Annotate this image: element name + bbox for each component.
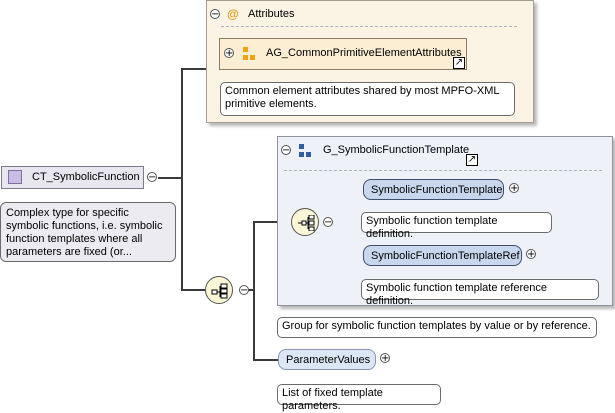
connector-sequence-vertical xyxy=(253,221,255,361)
element-name: ParameterValues xyxy=(286,354,371,366)
attribute-group-expand-button[interactable]: + xyxy=(224,48,234,59)
template-documentation: Symbolic function template definition. xyxy=(361,212,552,240)
template-ref-expand-button[interactable]: + xyxy=(526,249,536,260)
complex-type-icon xyxy=(8,170,22,184)
attribute-at-icon: @ xyxy=(227,7,239,21)
parameter-values-documentation: List of fixed template parameters. xyxy=(277,384,441,412)
attribute-group-icon xyxy=(243,47,255,60)
attribute-group-ref-node[interactable]: + AG_CommonPrimitiveElementAttributes ↗ xyxy=(219,38,467,70)
group-link-icon[interactable]: ↗ xyxy=(466,154,478,166)
attributes-divider xyxy=(221,26,517,27)
group-divider xyxy=(284,170,602,171)
link-icon[interactable]: ↗ xyxy=(453,57,465,69)
element-parameter-values[interactable]: ParameterValues xyxy=(278,349,376,370)
choice-compositor[interactable] xyxy=(291,208,319,236)
connector-to-parameter-values xyxy=(253,359,278,361)
template-ref-documentation: Symbolic function template reference def… xyxy=(361,279,599,307)
sequence-collapse-button[interactable]: − xyxy=(239,285,249,296)
model-group-icon xyxy=(299,144,311,157)
choice-compositor-icon xyxy=(298,215,315,231)
attributes-collapse-button[interactable]: − xyxy=(210,9,220,20)
template-expand-button[interactable]: + xyxy=(509,183,519,194)
element-symbolic-function-template[interactable]: SymbolicFunctionTemplate xyxy=(363,179,504,200)
model-group-name: G_SymbolicFunctionTemplate xyxy=(323,144,470,156)
connector-branch-vertical xyxy=(181,68,183,290)
choice-collapse-button[interactable]: − xyxy=(323,217,333,228)
model-group-documentation: Group for symbolic function templates by… xyxy=(277,317,597,338)
element-name: SymbolicFunctionTemplateRef xyxy=(371,250,520,262)
connector-sequence-out xyxy=(248,289,254,291)
connector-to-attributes xyxy=(181,68,206,70)
attribute-group-name: AG_CommonPrimitiveElementAttributes xyxy=(266,47,462,59)
element-name: SymbolicFunctionTemplate xyxy=(371,184,503,196)
complex-type-node[interactable]: CT_SymbolicFunction xyxy=(1,166,144,189)
attributes-label: Attributes xyxy=(248,8,295,20)
complex-type-name: CT_SymbolicFunction xyxy=(32,171,140,183)
sequence-compositor[interactable] xyxy=(205,276,233,304)
parameter-values-expand-button[interactable]: + xyxy=(380,353,390,364)
group-collapse-button[interactable]: − xyxy=(281,145,291,156)
element-symbolic-function-template-ref[interactable]: SymbolicFunctionTemplateRef xyxy=(363,245,522,266)
connector-type-to-branch xyxy=(158,177,182,179)
attribute-group-documentation: Common element attributes shared by most… xyxy=(220,82,515,116)
complex-type-collapse-button[interactable]: − xyxy=(147,172,157,183)
connector-to-choice xyxy=(253,221,291,223)
connector-to-sequence xyxy=(181,289,205,291)
sequence-compositor-icon xyxy=(211,283,228,299)
complex-type-documentation: Complex type for specific symbolic funct… xyxy=(0,202,176,262)
